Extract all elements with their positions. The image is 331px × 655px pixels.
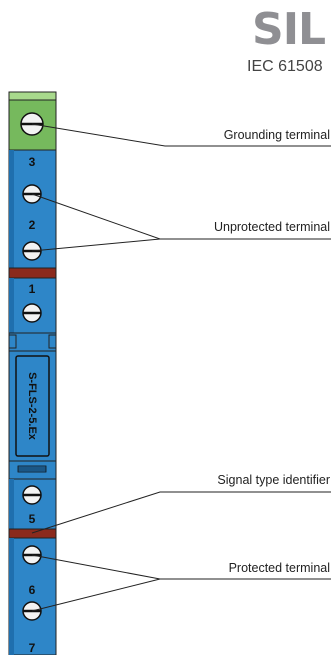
ground-cap: [8, 91, 57, 101]
leader-signal: [31, 491, 331, 534]
standard-label: IEC 61508: [247, 58, 323, 75]
screw-icon: [22, 485, 42, 505]
terminal-number-1: 1: [29, 282, 36, 296]
blue-panel-lower-shade: [9, 479, 14, 529]
label-window: [15, 355, 50, 457]
latch-right: [48, 334, 56, 349]
callout-protected-terminal: Protected terminal: [228, 561, 330, 575]
callout-signal-type-identifier: Signal type identifier: [217, 473, 330, 487]
leader-protected: [31, 554, 331, 612]
callout-unprotected-terminal: Unprotected terminal: [213, 220, 330, 234]
terminal-number-6: 6: [29, 583, 36, 597]
terminal-number-3: 3: [20, 155, 44, 169]
blue-panel-mid-shade: [9, 278, 14, 333]
leader-unprotected: [31, 193, 331, 252]
separator-red-upper: [8, 267, 57, 279]
module-label: S-FLS-2-5.Ex: [26, 372, 38, 441]
terminal-number-7: 7: [29, 641, 36, 655]
sil-logo: SIL: [252, 4, 326, 55]
screw-icon: [22, 601, 42, 621]
svg-text:3: 3: [29, 155, 36, 169]
terminal-number-2: 2: [29, 218, 36, 232]
blue-panel-bottom-shade: [9, 538, 14, 655]
screw-icon: [22, 303, 42, 323]
lower-latch-bar: [17, 465, 47, 473]
leader-grounding: [31, 123, 331, 147]
latch-left: [9, 334, 17, 349]
blue-panel-left-shade: [9, 150, 14, 268]
separator-red-lower: [8, 528, 57, 539]
terminal-number-5: 5: [29, 512, 36, 526]
callout-grounding-terminal: Grounding terminal: [223, 128, 330, 142]
